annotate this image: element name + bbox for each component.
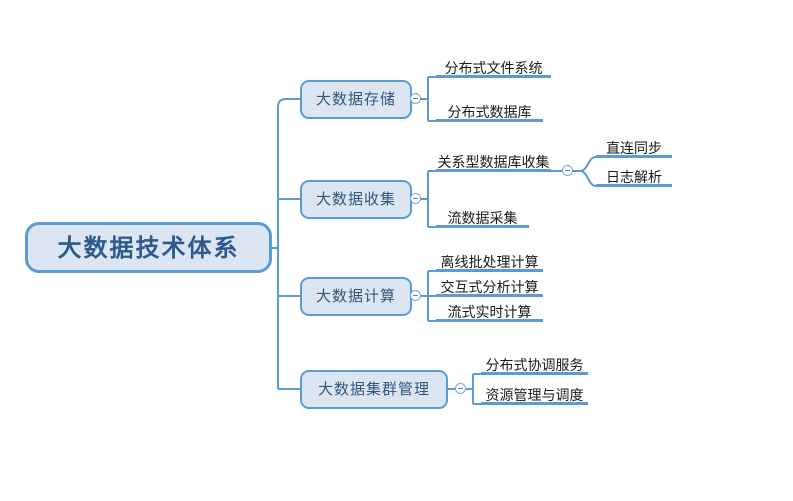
- leaf-distributed-file-system[interactable]: 分布式文件系统: [436, 57, 551, 78]
- leaf-streaming-realtime-compute-label: 流式实时计算: [447, 304, 532, 321]
- branch-node-compute[interactable]: 大数据计算: [300, 277, 412, 316]
- leaf-resource-management-scheduling[interactable]: 资源管理与调度: [481, 384, 588, 405]
- leaf-resource-management-scheduling-label: 资源管理与调度: [485, 387, 584, 404]
- leaf-distributed-coordination-service-label: 分布式协调服务: [485, 357, 584, 374]
- root-node-label: 大数据技术体系: [57, 233, 240, 262]
- leaf-offline-batch-compute-label: 离线批处理计算: [440, 254, 539, 271]
- leaf-relational-database-collection-label: 关系型数据库收集: [437, 154, 550, 171]
- leaf-underline-bar: [436, 319, 543, 322]
- branch-node-cluster[interactable]: 大数据集群管理: [300, 370, 448, 409]
- leaf-stream-data-collection[interactable]: 流数据采集: [436, 207, 529, 228]
- root-node[interactable]: 大数据技术体系: [25, 222, 272, 273]
- leaf-log-parsing-label: 日志解析: [606, 169, 662, 186]
- collapse-minus-icon-storage[interactable]: [410, 93, 421, 104]
- collapse-minus-icon-rdb-collection[interactable]: [562, 165, 573, 176]
- leaf-underline-bar: [481, 402, 588, 405]
- leaf-offline-batch-compute[interactable]: 离线批处理计算: [436, 251, 543, 272]
- branch-node-cluster-label: 大数据集群管理: [317, 380, 430, 398]
- leaf-underline-bar: [436, 294, 543, 297]
- leaf-distributed-coordination-service[interactable]: 分布式协调服务: [481, 354, 588, 375]
- leaf-log-parsing[interactable]: 日志解析: [596, 166, 672, 187]
- leaf-interactive-analysis-compute[interactable]: 交互式分析计算: [436, 276, 543, 297]
- leaf-underline-bar: [436, 169, 551, 172]
- leaf-direct-sync-label: 直连同步: [606, 140, 662, 157]
- leaf-distributed-database[interactable]: 分布式数据库: [436, 101, 543, 122]
- collapse-minus-icon-collection[interactable]: [410, 193, 421, 204]
- leaf-underline-bar: [596, 184, 672, 187]
- branch-node-storage[interactable]: 大数据存储: [300, 80, 412, 119]
- leaf-underline-bar: [436, 75, 551, 78]
- leaf-streaming-realtime-compute[interactable]: 流式实时计算: [436, 301, 543, 322]
- branch-node-collection-label: 大数据收集: [315, 190, 396, 208]
- leaf-distributed-database-label: 分布式数据库: [447, 104, 532, 121]
- leaf-distributed-file-system-label: 分布式文件系统: [444, 60, 543, 77]
- leaf-stream-data-collection-label: 流数据采集: [447, 210, 518, 227]
- leaf-underline-bar: [596, 155, 672, 158]
- branch-node-storage-label: 大数据存储: [315, 90, 396, 108]
- leaf-interactive-analysis-compute-label: 交互式分析计算: [440, 279, 539, 296]
- collapse-minus-icon-compute[interactable]: [410, 290, 421, 301]
- leaf-relational-database-collection[interactable]: 关系型数据库收集: [436, 151, 551, 172]
- leaf-underline-bar: [436, 269, 543, 272]
- branch-node-collection[interactable]: 大数据收集: [300, 180, 412, 219]
- leaf-underline-bar: [481, 372, 588, 375]
- leaf-underline-bar: [436, 225, 529, 228]
- collapse-minus-icon-cluster[interactable]: [455, 383, 466, 394]
- branch-node-compute-label: 大数据计算: [315, 287, 396, 305]
- leaf-underline-bar: [436, 119, 543, 122]
- leaf-direct-sync[interactable]: 直连同步: [596, 137, 672, 158]
